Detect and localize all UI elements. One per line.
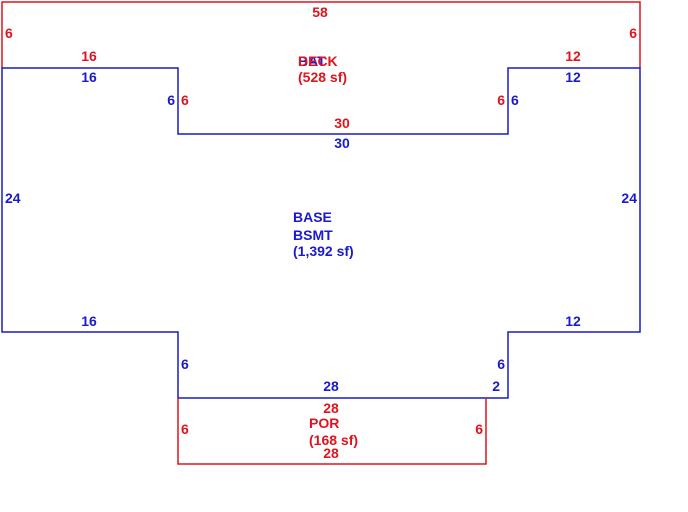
porch-dim-right: 6 bbox=[475, 421, 483, 437]
porch-dim-top: 28 bbox=[323, 400, 339, 416]
base-dim-top-left: 16 bbox=[81, 69, 97, 85]
porch-dim-left: 6 bbox=[181, 421, 189, 437]
deck-outline bbox=[1, 1, 641, 68]
deck-dim-inner-bottom: 30 bbox=[334, 115, 350, 131]
base-outline bbox=[1, 67, 641, 399]
base-dim-notch-bottom: 30 bbox=[334, 135, 350, 151]
deck-dim-top-right-step: 12 bbox=[565, 48, 581, 64]
porch-outline bbox=[177, 398, 487, 465]
deck-area: (528 sf) bbox=[298, 69, 347, 85]
deck-dim-inner-left: 6 bbox=[181, 92, 189, 108]
base-dim-top-right: 12 bbox=[565, 69, 581, 85]
base-dim-step-right: 2 bbox=[492, 378, 500, 394]
base-dim-left: 24 bbox=[5, 190, 21, 206]
base-dim-bottom-left: 16 bbox=[81, 313, 97, 329]
deck-dim-inner-right: 6 bbox=[497, 92, 505, 108]
base-dim-lower-left: 6 bbox=[181, 356, 189, 372]
deck-dim-right: 6 bbox=[629, 25, 637, 41]
porch-dim-bottom: 28 bbox=[323, 445, 339, 461]
base-dim-notch-left: 6 bbox=[167, 92, 175, 108]
deck-dim-top-left-step: 16 bbox=[81, 48, 97, 64]
deck-dim-top: 58 bbox=[312, 4, 328, 20]
base-dim-notch-right: 6 bbox=[511, 92, 519, 108]
base-name-line2: BSMT bbox=[293, 227, 333, 243]
base-dim-bottom-center: 28 bbox=[323, 378, 339, 394]
deck-name: DECK bbox=[298, 53, 338, 69]
base-area: (1,392 sf) bbox=[293, 243, 354, 259]
porch-area: (168 sf) bbox=[309, 432, 358, 448]
base-dim-right: 24 bbox=[621, 190, 637, 206]
base-dim-bottom-right: 12 bbox=[565, 313, 581, 329]
porch-name: POR bbox=[309, 415, 339, 431]
deck-dim-left: 6 bbox=[5, 25, 13, 41]
base-dim-lower-right: 6 bbox=[497, 356, 505, 372]
base-overlap-label: BAT bbox=[298, 53, 326, 69]
base-name-line1: BASE bbox=[293, 209, 332, 225]
